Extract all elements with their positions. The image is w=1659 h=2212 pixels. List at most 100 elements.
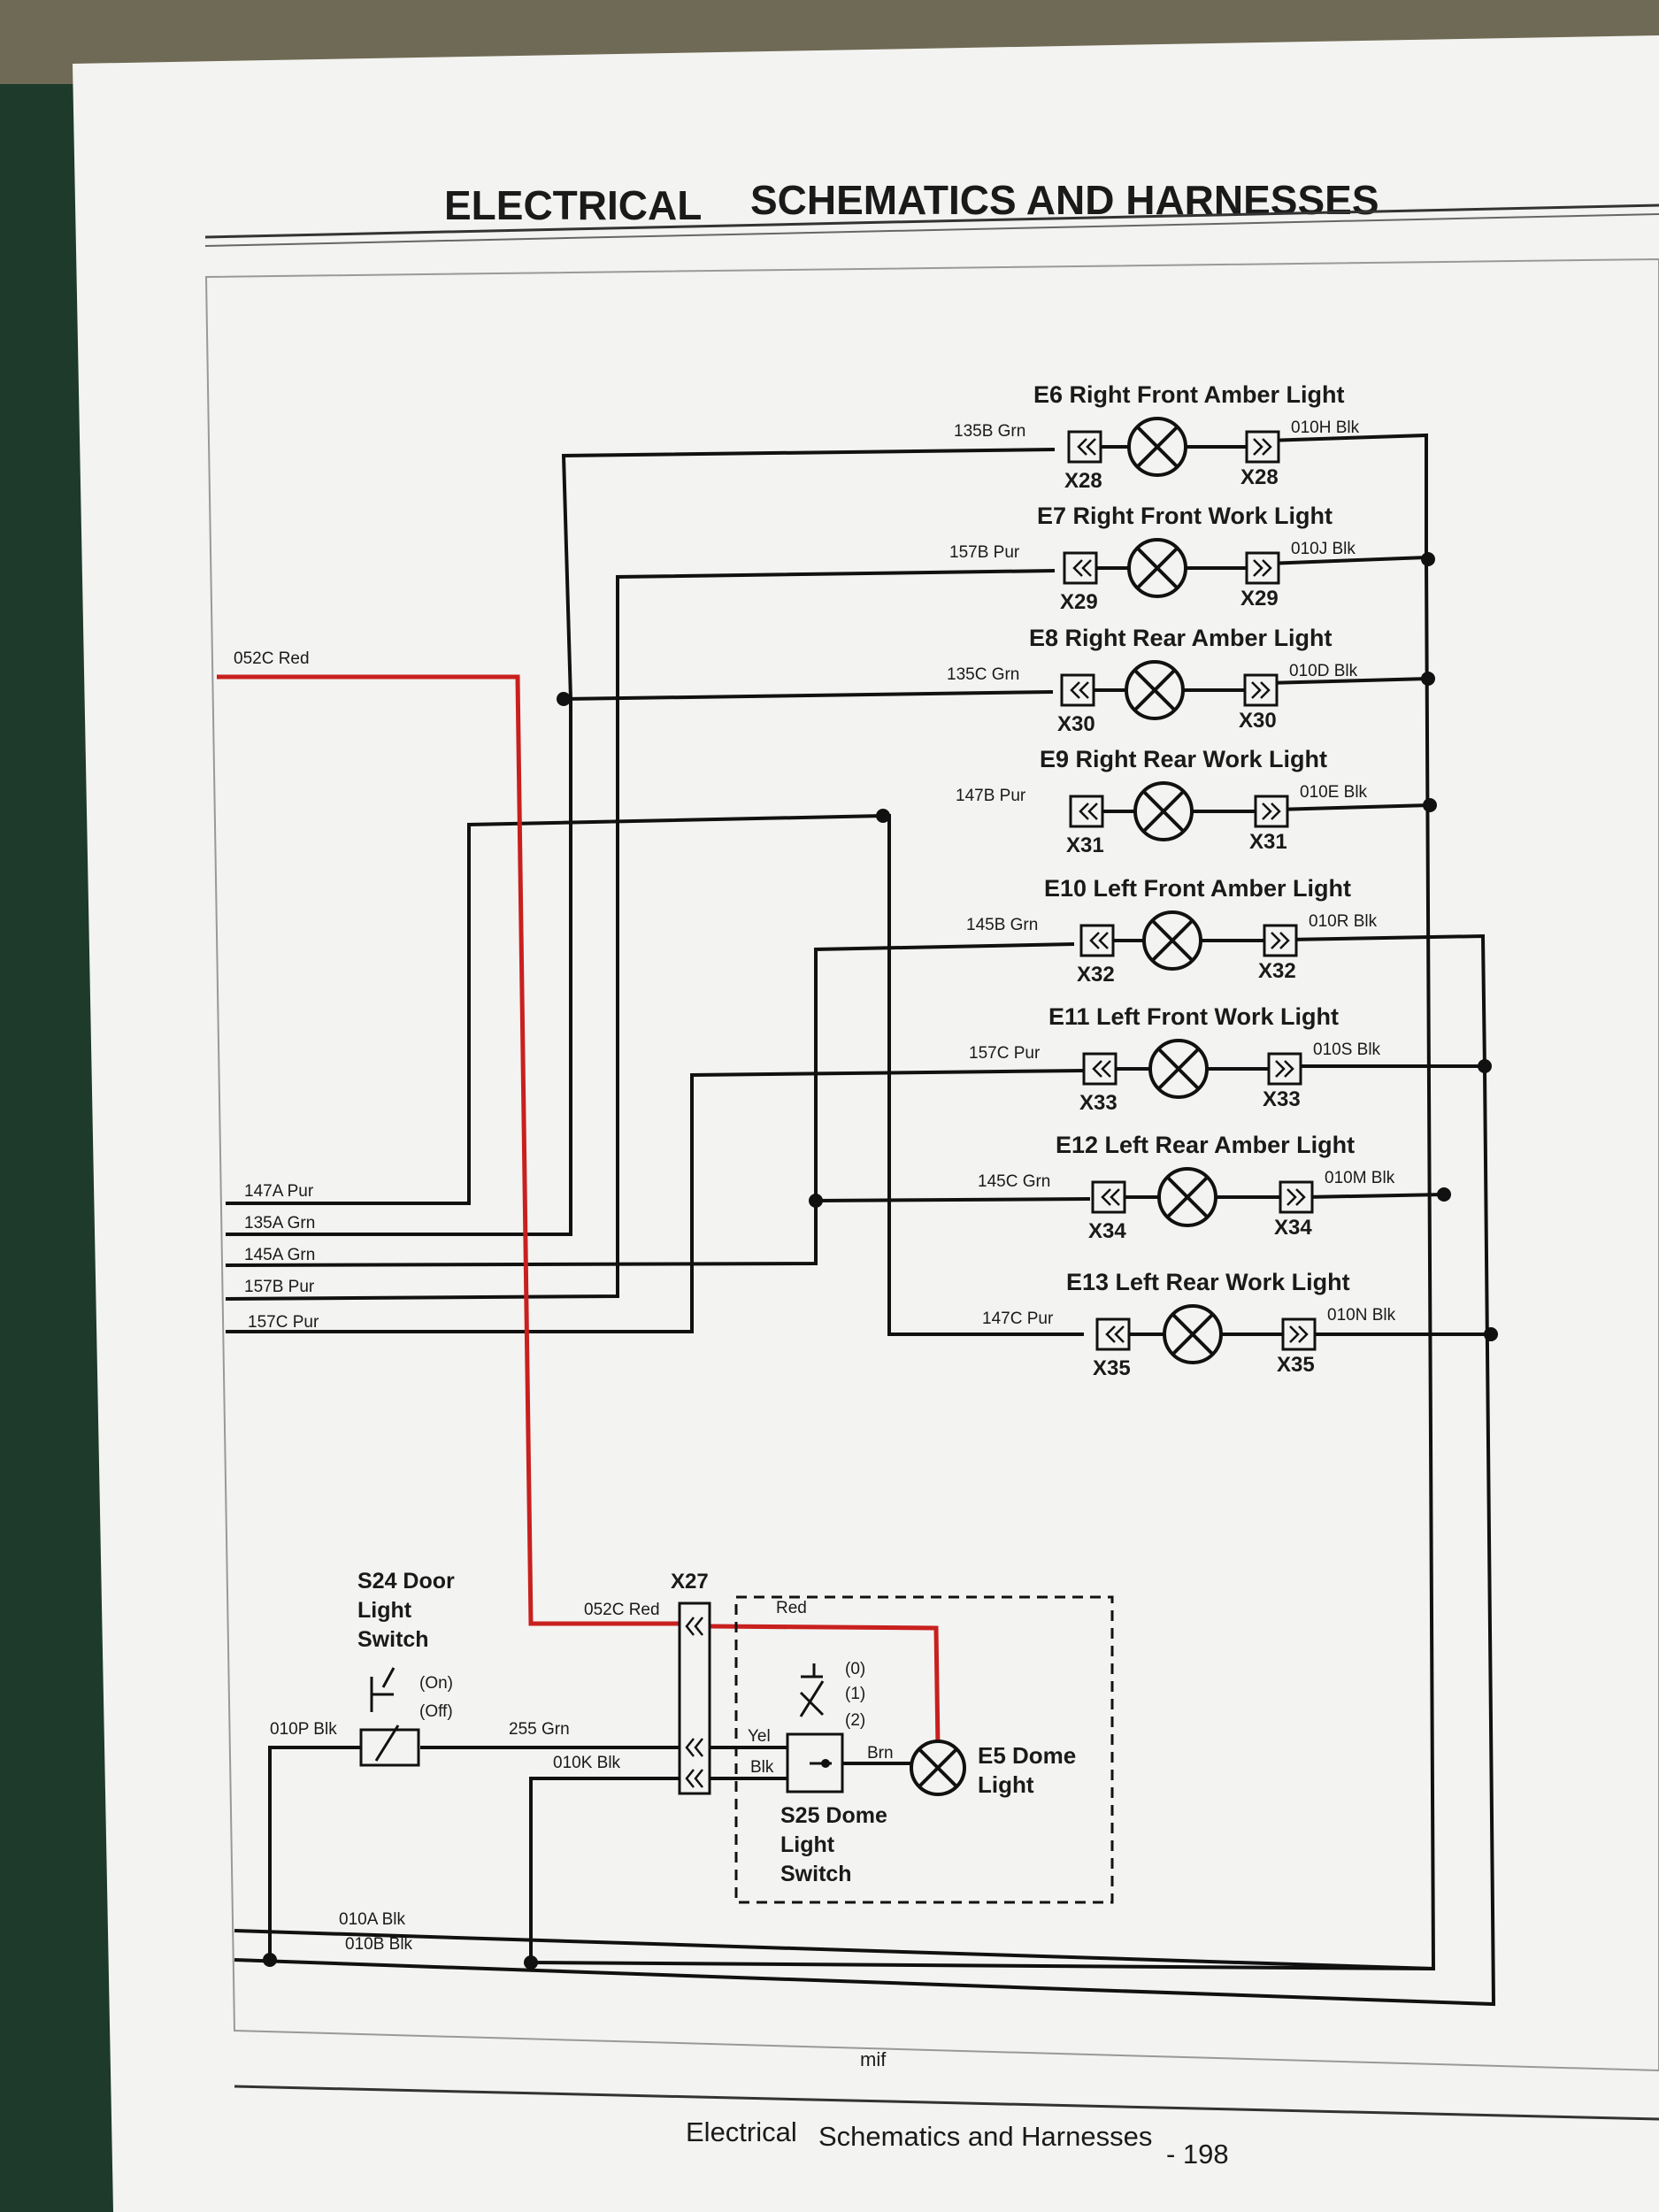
dome-switch-pos1: (1) xyxy=(845,1685,865,1703)
light-title: E10 Left Front Amber Light xyxy=(1044,875,1351,902)
chevron-right-icon xyxy=(1253,438,1272,456)
door-switch-label-3: Switch xyxy=(357,1627,429,1652)
x27-connector xyxy=(678,1601,711,1795)
connector-label-out: X32 xyxy=(1258,959,1296,983)
connector-label-in: X30 xyxy=(1057,712,1095,736)
door-ground-label: 010P Blk xyxy=(270,1720,337,1739)
light-title: E6 Right Front Amber Light xyxy=(1033,381,1344,408)
lamp-cross xyxy=(1142,790,1185,833)
dome-switch-label-1: S25 Dome xyxy=(780,1803,887,1828)
wire-157b xyxy=(225,569,1056,1301)
x27-label: X27 xyxy=(671,1570,709,1594)
chevron-left-icon xyxy=(1089,932,1109,949)
light-out-wire-label: 010J Blk xyxy=(1291,540,1356,558)
header-rule-2 xyxy=(204,213,1659,247)
connector-in-icon xyxy=(1079,924,1115,957)
connector-label-in: X31 xyxy=(1066,833,1104,857)
connector-label-out: X33 xyxy=(1263,1087,1301,1111)
light-in-wire-label: 145B Grn xyxy=(966,916,1038,934)
feed-label-135a: 135A Grn xyxy=(244,1214,315,1233)
connector-label-in: X28 xyxy=(1064,469,1102,493)
connector-in-icon xyxy=(1091,1180,1126,1214)
light-title: E11 Left Front Work Light xyxy=(1048,1003,1339,1030)
light-in-wire-label: 135C Grn xyxy=(947,665,1019,684)
junction-dot xyxy=(1437,1187,1451,1202)
red-wire-label: Red xyxy=(776,1599,807,1617)
connector-label-out: X29 xyxy=(1240,587,1279,611)
door-wire-label: 255 Grn xyxy=(509,1720,570,1739)
chevron-right-icon xyxy=(1286,1188,1306,1206)
blk-wire-label: Blk xyxy=(750,1758,774,1777)
connector-in-icon xyxy=(1069,795,1104,828)
junction-dot xyxy=(1423,798,1437,812)
ground-label-010b: 010B Blk xyxy=(345,1935,413,1954)
door-switch-body xyxy=(359,1728,420,1767)
door-switch-contact-icon xyxy=(370,1667,400,1762)
chevron-icon xyxy=(685,1738,703,1757)
feed-label-157b: 157B Pur xyxy=(244,1278,315,1296)
connector-label-in: X33 xyxy=(1079,1091,1118,1115)
connector-label-in: X29 xyxy=(1060,590,1098,614)
wire-010a xyxy=(234,1929,1434,1970)
light-in-wire-label: 147B Pur xyxy=(956,787,1026,805)
x27-red-label: 052C Red xyxy=(584,1601,660,1619)
junction-dot xyxy=(263,1953,277,1967)
light-out-wire-label: 010H Blk xyxy=(1291,419,1360,437)
light-in-wire-label: 145C Grn xyxy=(978,1172,1050,1191)
chevron-right-icon xyxy=(1271,932,1290,949)
wire-010p xyxy=(268,1746,361,1960)
connector-out-icon xyxy=(1281,1317,1317,1351)
chevron-right-icon xyxy=(1251,681,1271,699)
dome-switch-label-3: Switch xyxy=(780,1862,852,1886)
light-in-wire-label: 135B Grn xyxy=(954,422,1025,441)
wire-147a xyxy=(226,814,884,1205)
light-title: E7 Right Front Work Light xyxy=(1037,503,1333,529)
connector-in-icon xyxy=(1082,1052,1118,1086)
chevron-left-icon xyxy=(1070,681,1089,699)
footer-rule xyxy=(234,2085,1659,2121)
light-title: E12 Left Rear Amber Light xyxy=(1056,1132,1355,1158)
connector-label-out: X28 xyxy=(1240,465,1279,489)
light-out-wire-label: 010S Blk xyxy=(1313,1041,1381,1059)
chevron-right-icon xyxy=(1253,559,1272,577)
light-in-wire-label: 157C Pur xyxy=(969,1044,1041,1063)
chevron-right-icon xyxy=(1262,803,1281,820)
connector-label-in: X34 xyxy=(1088,1219,1126,1243)
feed-label-157c: 157C Pur xyxy=(248,1313,319,1332)
footer-page-number: - 198 xyxy=(1166,2139,1229,2170)
connector-out-icon xyxy=(1263,924,1298,957)
lamp-cross xyxy=(1166,1176,1209,1218)
wire-010j xyxy=(1266,556,1427,565)
dome-lamp-cross xyxy=(918,1747,958,1788)
dome-switch-contact-icon xyxy=(799,1663,832,1765)
connector-out-icon xyxy=(1245,551,1280,585)
chevron-right-icon xyxy=(1275,1060,1294,1078)
light-in-wire-label: 157B Pur xyxy=(949,543,1020,562)
dome-switch-pos0: (0) xyxy=(845,1660,865,1678)
ground-label-010a: 010A Blk xyxy=(339,1910,405,1929)
lamp-cross xyxy=(1133,669,1176,711)
chevron-left-icon xyxy=(1092,1060,1111,1078)
junction-dot xyxy=(876,809,890,823)
junction-dot xyxy=(557,692,571,706)
dome-switch-label-2: Light xyxy=(780,1832,835,1857)
connector-in-icon xyxy=(1095,1317,1131,1351)
chevron-left-icon xyxy=(1105,1325,1125,1343)
chevron-icon xyxy=(685,1769,703,1788)
lamp-cross xyxy=(1157,1048,1200,1090)
connector-in-icon xyxy=(1063,551,1098,585)
chevron-right-icon xyxy=(1289,1325,1309,1343)
door-switch-label-2: Light xyxy=(357,1598,412,1623)
connector-label-out: X31 xyxy=(1249,830,1287,854)
feed-label-147a: 147A Pur xyxy=(244,1182,314,1201)
dome-assembly-box xyxy=(734,1595,1114,1904)
light-out-wire-label: 010N Blk xyxy=(1327,1306,1396,1325)
door-switch-on-label: (On) xyxy=(419,1674,453,1693)
wire-145a xyxy=(225,942,1075,1267)
connector-label-in: X35 xyxy=(1093,1356,1131,1380)
chevron-left-icon xyxy=(1101,1188,1120,1206)
light-rows: E6 Right Front Amber Light 135B Grn 010H B… xyxy=(947,381,1396,1380)
wire-red-dome xyxy=(709,1624,941,1748)
dome-switch-pivot xyxy=(821,1759,830,1768)
wire-010d xyxy=(1266,677,1429,685)
